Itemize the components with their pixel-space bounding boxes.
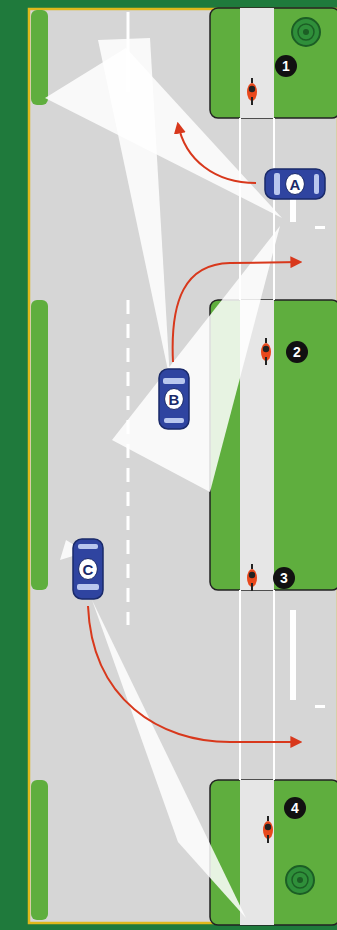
car-letter: B — [169, 392, 180, 407]
callout-number: 4 — [291, 801, 299, 815]
car: B — [158, 368, 190, 430]
car: A — [264, 168, 326, 200]
callout-number: 2 — [293, 345, 301, 359]
callout-number: 1 — [282, 59, 290, 73]
car-letter: C — [83, 562, 94, 577]
car: C — [72, 538, 104, 600]
car-letter: A — [290, 177, 301, 192]
callout-number: 3 — [280, 571, 288, 585]
